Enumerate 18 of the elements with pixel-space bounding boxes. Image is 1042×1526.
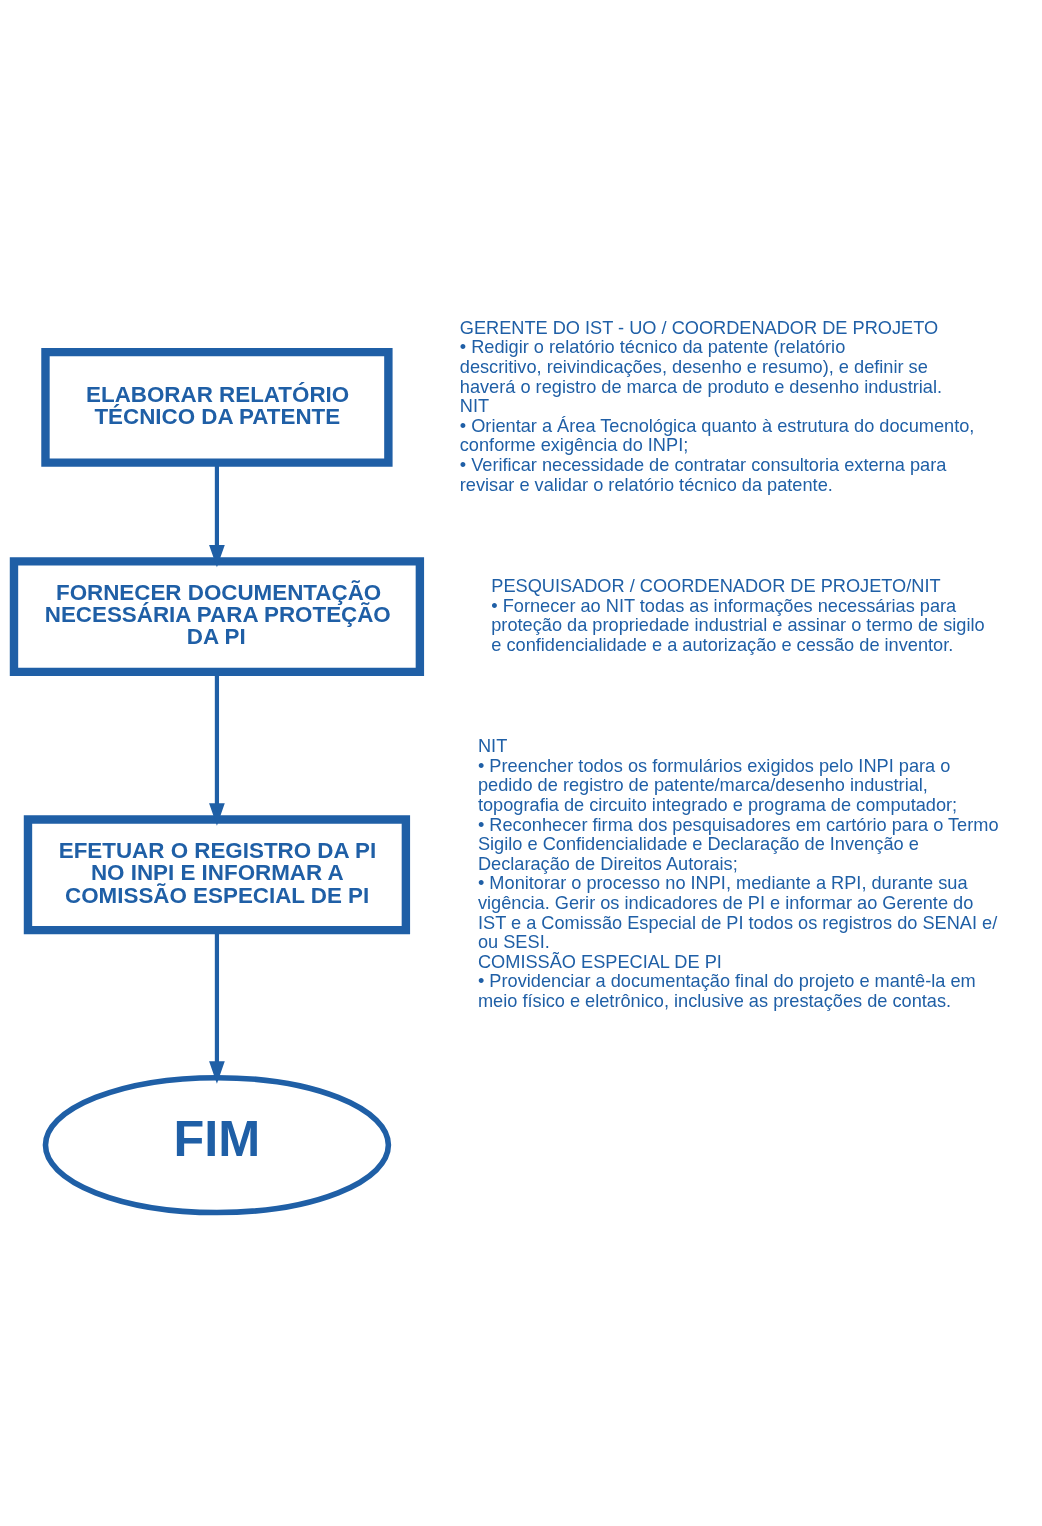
node-label: PESQUISADOR / COORDENADOR DE PROJETO/NIT: [491, 575, 941, 596]
node-label: • Fornecer ao NIT todas as informações necessárias para proteção da propriedade industrial e assinar o termo de sigilo e confidencialidade e a autorização e cessão de inventor.: [491, 595, 985, 655]
node-ellipse: FIM: [42, 1074, 392, 1216]
node-label: NIT: [477, 736, 508, 757]
node-label: NIT: [459, 396, 490, 417]
node-label: • Reconhecer firma dos pesquisadores em cartório para o Termo Sigilo e Confidencialidade e Declaração de Invenção e Declaração de Direitos Autorais;: [477, 814, 999, 874]
node-box: FORNECER DOCUMENTAÇÃO NECESSÁRIA PARA PROTEÇÃO DA PI: [9, 557, 425, 677]
node-label: • Orientar a Área Tecnológica quanto à estrutura do documento, conforme exigência do INPI;: [459, 415, 975, 456]
arrow: [209, 463, 225, 568]
node-box: ELABORAR RELATÓRIO TÉCNICO DA PATENTE: [41, 347, 393, 467]
node-label: GERENTE DO IST - UO / COORDENADOR DE PROJETO: [459, 317, 939, 338]
node-label: • Verificar necessidade de contratar consultoria externa para revisar e validar o relatório técnico da patente.: [459, 454, 947, 495]
node-label: • Providenciar a documentação final do projeto e mantê-la em meio físico e eletrônico, inclusive as prestações de contas.: [477, 971, 976, 1011]
node-label: COMISSÃO ESPECIAL DE PI: [477, 951, 722, 972]
node-label: • Redigir o relatório técnico da patente (relatório descritivo, reivindicações, desenho e resumo), e definir se haverá o registro de marca de produto e desenho industrial.: [459, 337, 943, 397]
node-box: EFETUAR O REGISTRO DA PI NO INPI E INFORMAR A COMISSÃO ESPECIAL DE PI: [23, 815, 411, 935]
node-label: • Monitorar o processo no INPI, mediante a RPI, durante sua vigência. Gerir os indicadores de PI e informar ao Gerente do IST e a Comissão Especial de PI todos os registros do SENAI e/ ou SESI.: [477, 873, 998, 953]
node-label: • Preencher todos os formulários exigidos pelo INPI para o pedido de registro de patente/marca/desenho industrial, topografia de circuito integrado e programa de computador;: [477, 755, 958, 816]
